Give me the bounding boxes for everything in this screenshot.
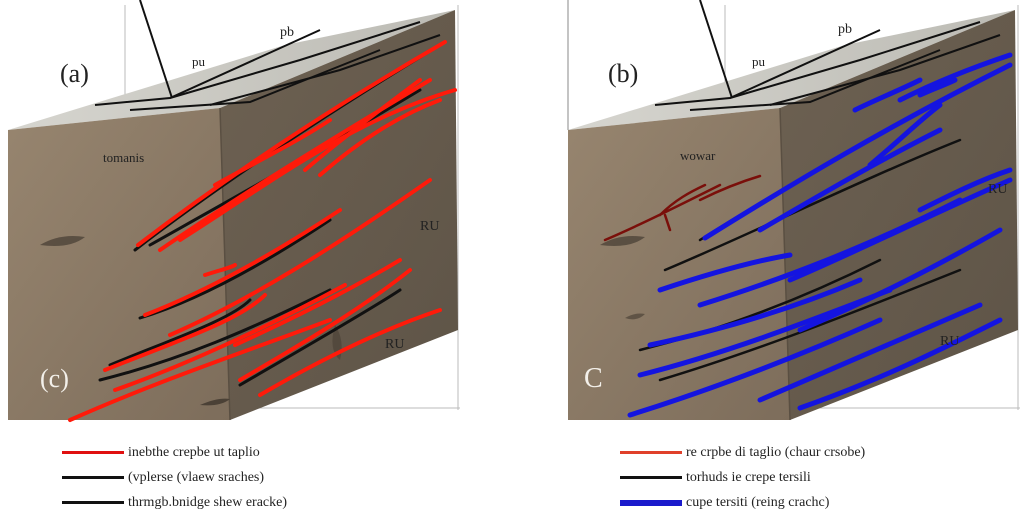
legend-item: (vplerse (vlaew sraches): [62, 465, 287, 490]
block-edge: [219, 107, 231, 421]
legend-text: (vplerse (vlaew sraches): [128, 469, 265, 485]
legend-swatch-black: [62, 476, 124, 479]
panel-label-c: C: [584, 363, 603, 394]
legend-swatch-red: [62, 451, 124, 454]
face-right-label-2: RU: [940, 334, 959, 349]
tensile-cracks-red-b: [603, 174, 762, 242]
legend-text: re crpbe di taglio (chaur crsobe): [686, 444, 866, 460]
legend-swatch-black: [620, 476, 682, 479]
panel-a: (a) (c) pb pu tomanis RU RU: [8, 0, 460, 422]
panel-label-b: (b): [608, 59, 638, 88]
block-edge: [779, 107, 791, 421]
legend-item: re crpbe di taglio (chaur crsobe): [620, 440, 865, 465]
panel-b: (b) C pb pu wowar RU RU: [567, 0, 1020, 421]
shear-cracks-a: [68, 40, 457, 422]
top-fracture-lines: [654, 0, 1001, 111]
top-label-2: pu: [752, 54, 766, 69]
legend-item: thrmgb.bnidge shew eracke): [62, 490, 287, 515]
legend-b: re crpbe di taglio (chaur crsobe) torhud…: [620, 440, 865, 515]
panel-label-c: (c): [40, 364, 69, 393]
top-label: pb: [280, 25, 294, 40]
rock-blemish: [625, 313, 645, 320]
legend-text: thrmgb.bnidge shew eracke): [128, 494, 287, 510]
legend-text: cupe tersiti (reing crachc): [686, 494, 830, 510]
legend-swatch-blue: [620, 499, 682, 506]
top-fracture-lines: [94, 0, 441, 111]
face-right-label-1: RU: [988, 182, 1007, 197]
face-right-label-2: RU: [385, 337, 404, 352]
legend-a: inebthe crepbe ut taplio (vplerse (vlaew…: [62, 440, 287, 515]
top-label: pb: [838, 22, 852, 37]
rock-blemish: [40, 236, 85, 246]
legend-item: cupe tersiti (reing crachc): [620, 490, 865, 515]
legend-text: inebthe crepbe ut taplio: [128, 444, 260, 460]
panel-label-a: (a): [60, 59, 89, 88]
tensile-cracks-blue-b: [627, 52, 1013, 418]
face-right-label-1: RU: [420, 219, 439, 234]
legend-text: torhuds ie crepe tersili: [686, 469, 811, 485]
top-label-2: pu: [192, 54, 206, 69]
legend-swatch-black: [62, 501, 124, 504]
rock-blemish: [600, 236, 645, 246]
face-left-label: wowar: [680, 148, 716, 163]
legend-item: torhuds ie crepe tersili: [620, 465, 865, 490]
legend-item: inebthe crepbe ut taplio: [62, 440, 287, 465]
face-left-label: tomanis: [103, 150, 144, 165]
legend-swatch-red: [620, 451, 682, 454]
rock-blemish: [200, 398, 230, 406]
figure-canvas: (a) (c) pb pu tomanis RU RU: [8, 0, 1020, 422]
